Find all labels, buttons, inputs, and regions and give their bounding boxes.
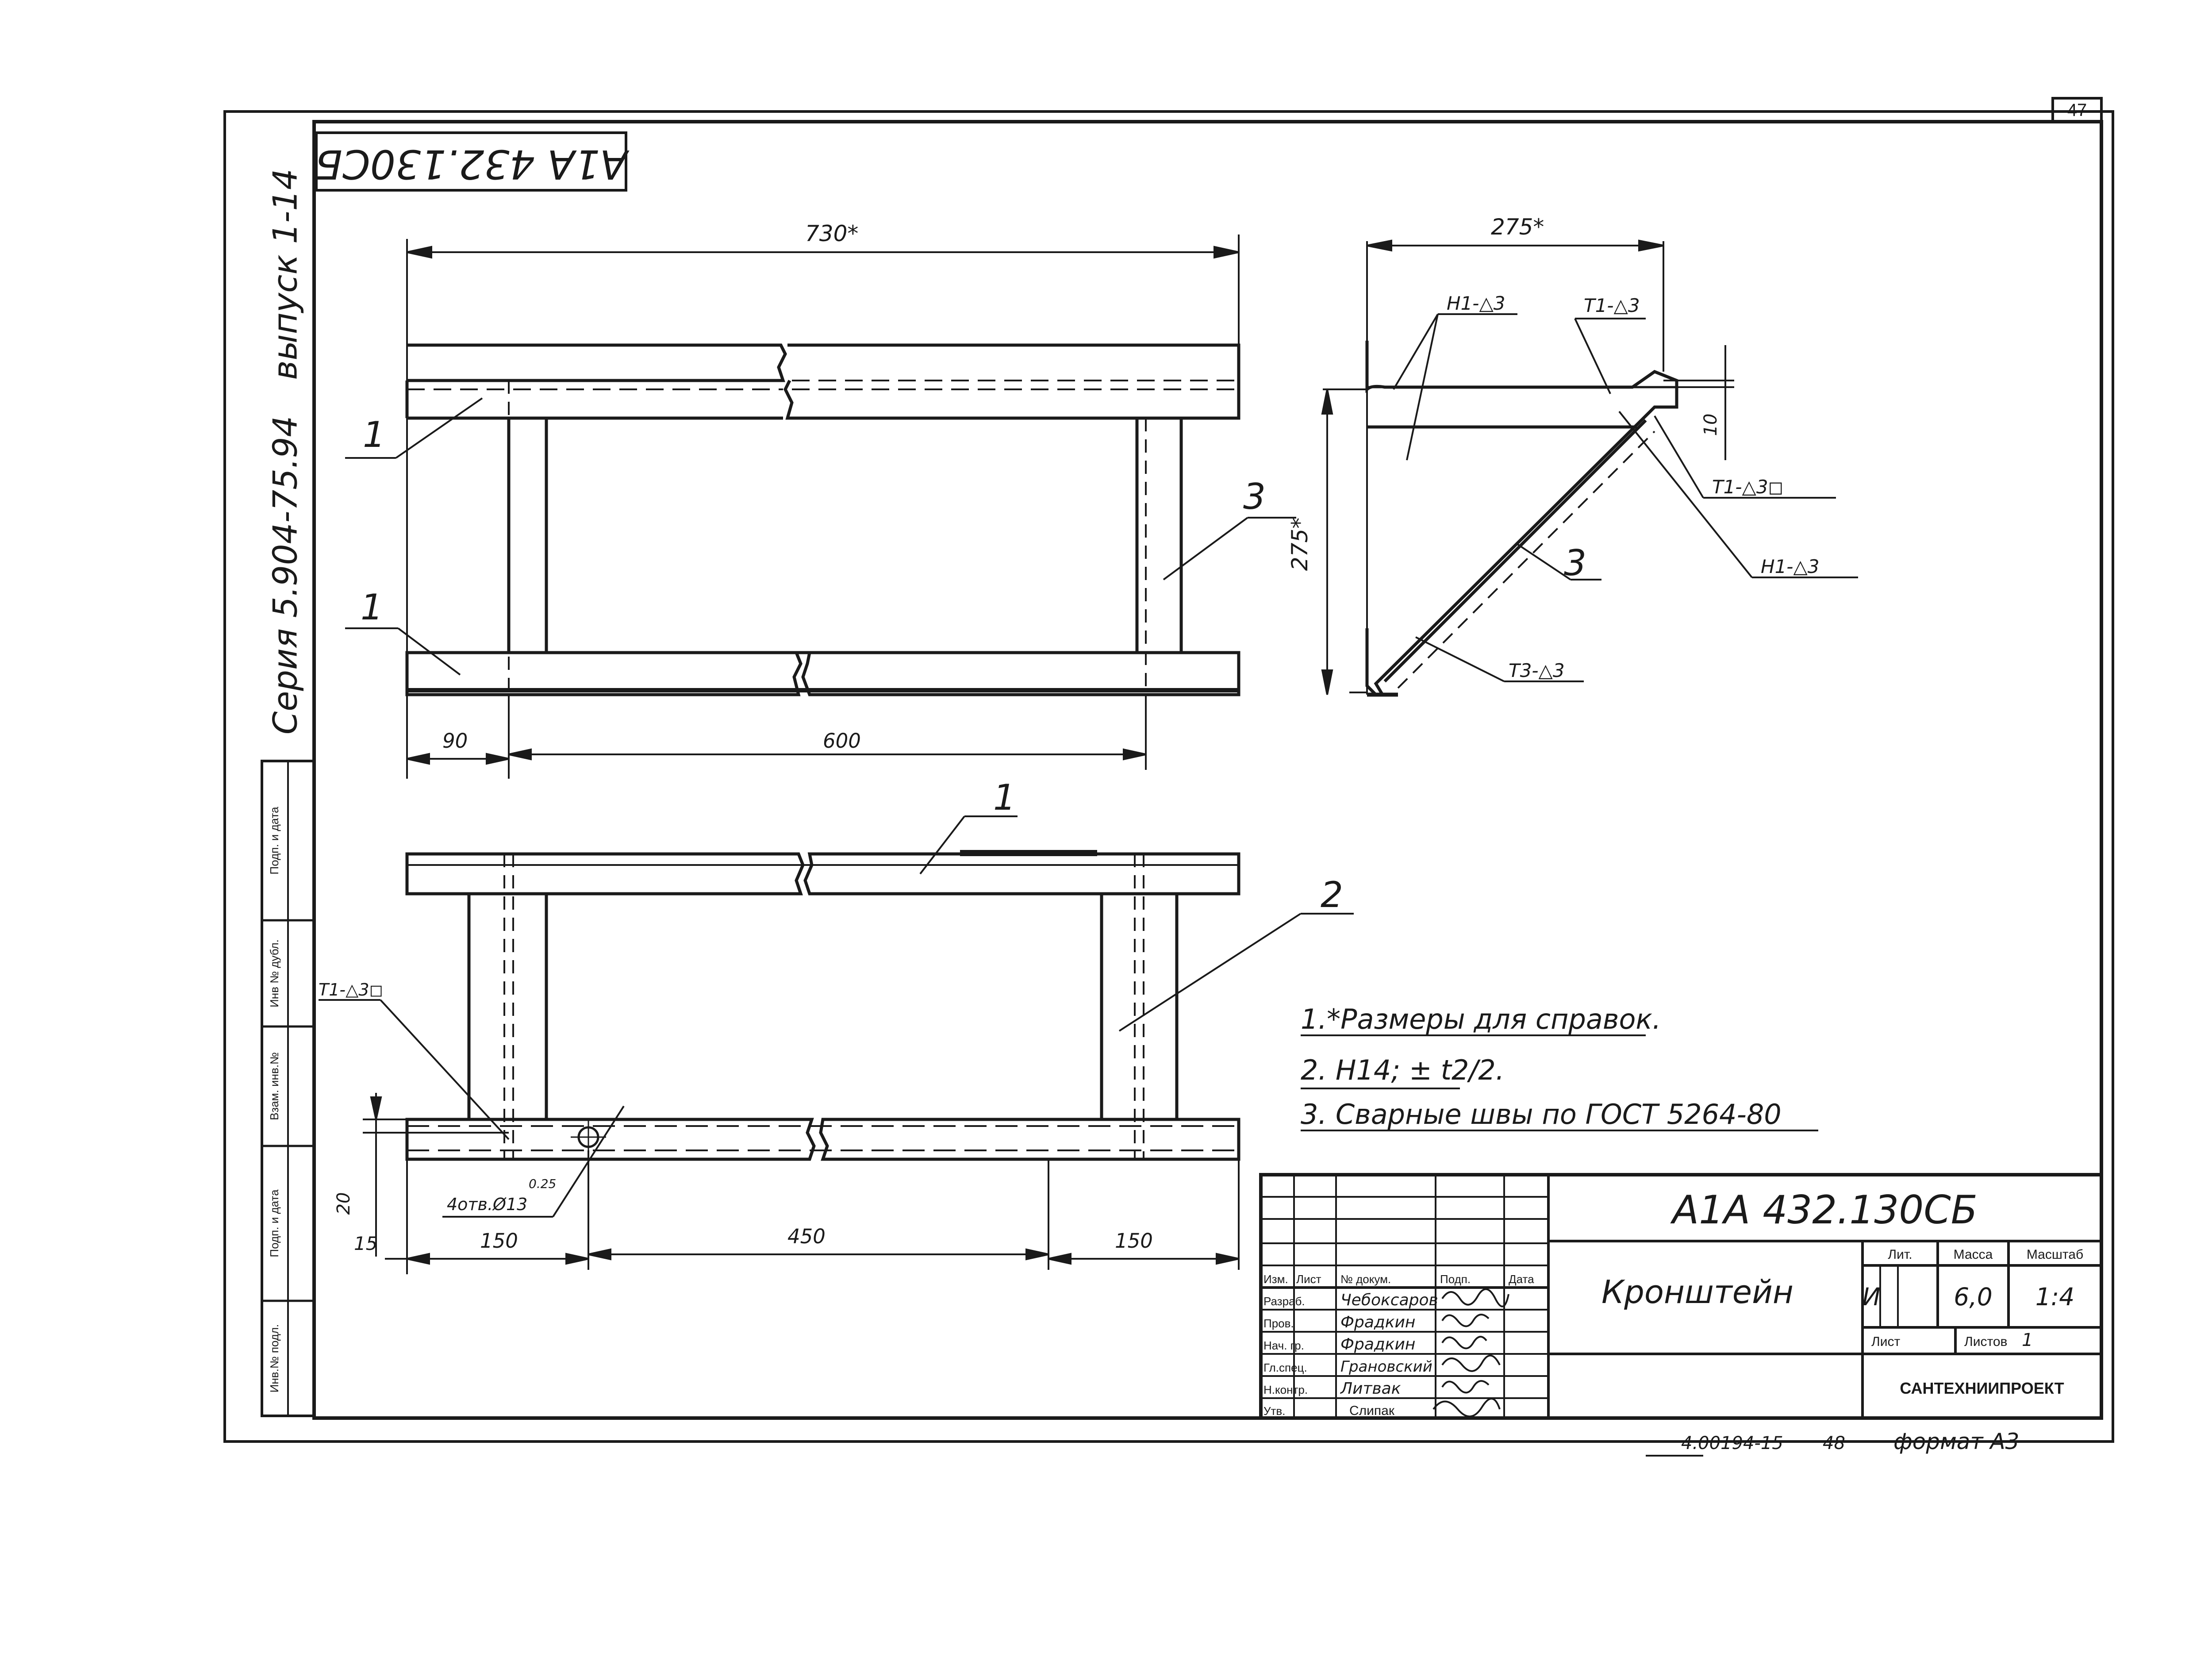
scale-header: Масштаб bbox=[2027, 1247, 2083, 1262]
tb-header-list: Лист bbox=[1296, 1272, 1321, 1286]
role-developer: Разраб. bbox=[1263, 1295, 1305, 1308]
role-group-head: Нач. гр. bbox=[1263, 1339, 1304, 1352]
mass-header: Масса bbox=[1954, 1247, 1993, 1262]
role-norm-control: Н.контр. bbox=[1263, 1383, 1308, 1396]
format-label: формат А3 bbox=[1893, 1429, 2019, 1454]
margin-label-sign-date-2: Подп. и дата bbox=[268, 1189, 281, 1257]
role-checker: Пров. bbox=[1263, 1317, 1294, 1330]
weld-n1-right: Н1-△3 bbox=[1761, 556, 1819, 577]
sheet-label: Лист bbox=[1871, 1334, 1900, 1349]
dim-10: 10 bbox=[1701, 414, 1721, 436]
callout-1-top: 1 bbox=[363, 414, 385, 455]
page-number-box bbox=[2051, 97, 2103, 123]
role-approver: Утв. bbox=[1263, 1404, 1285, 1418]
bottom-code-2: 48 bbox=[1823, 1433, 1845, 1453]
margin-label-sign-date-1: Подп. и дата bbox=[268, 807, 281, 875]
holes-label: 4отв.Ø13 bbox=[447, 1195, 527, 1214]
dim-275-side: 275* bbox=[1287, 518, 1313, 571]
tb-header-date: Дата bbox=[1509, 1272, 1534, 1286]
callout-2-bottom: 2 bbox=[1321, 874, 1343, 915]
dim-150a: 150 bbox=[480, 1229, 518, 1253]
weld-t1-top: Т1-△3 bbox=[1584, 295, 1640, 316]
margin-label-orig-inv: Инв.№ подл. bbox=[268, 1324, 281, 1393]
name-chief-spec: Грановский bbox=[1340, 1358, 1432, 1376]
lit-header: Лит. bbox=[1888, 1247, 1912, 1262]
dim-20: 20 bbox=[334, 1192, 354, 1215]
callout-3-side: 3 bbox=[1564, 542, 1586, 584]
callout-3-top: 3 bbox=[1243, 476, 1266, 517]
name-norm-control: Литвак bbox=[1340, 1380, 1401, 1398]
tb-header-sign: Подп. bbox=[1440, 1272, 1471, 1286]
weld-t1-right: Т1-△3◻ bbox=[1712, 476, 1783, 498]
margin-label-dup-inv: Инв № дубл. bbox=[268, 939, 281, 1007]
hole-offset: 0.25 bbox=[529, 1176, 556, 1191]
title-designation: А1А 432.130СБ bbox=[1670, 1187, 1978, 1233]
sheets-value: 1 bbox=[2022, 1330, 2033, 1350]
dim-150b: 150 bbox=[1115, 1229, 1153, 1253]
callout-1-bottom: 1 bbox=[993, 777, 1016, 818]
dim-600: 600 bbox=[823, 729, 861, 753]
stamp-box bbox=[315, 131, 627, 192]
weld-t3: Т3-△3 bbox=[1509, 660, 1565, 681]
dim-275-top: 275* bbox=[1491, 214, 1544, 240]
name-checker: Фрадкин bbox=[1340, 1313, 1415, 1331]
role-chief-spec: Гл.спец. bbox=[1263, 1361, 1307, 1374]
mass-value: 6,0 bbox=[1954, 1283, 1992, 1311]
bottom-code: 4.00194-15 bbox=[1681, 1433, 1783, 1453]
scale-value: 1:4 bbox=[2035, 1283, 2075, 1311]
dim-730: 730* bbox=[805, 221, 858, 246]
callout-1-middle: 1 bbox=[361, 587, 383, 628]
tb-header-izm: Изм. bbox=[1263, 1272, 1288, 1286]
note-2: 2. H14; ± t2/2. bbox=[1301, 1054, 1504, 1086]
lit-value: И bbox=[1862, 1283, 1880, 1311]
tb-header-doc: № докум. bbox=[1340, 1272, 1391, 1286]
weld-t1-bottom: Т1-△3◻ bbox=[319, 980, 383, 999]
dim-15: 15 bbox=[354, 1233, 377, 1254]
issue-label: выпуск 1-14 bbox=[266, 169, 305, 380]
title-name: Кронштейн bbox=[1601, 1273, 1793, 1311]
name-developer: Чебоксаров bbox=[1340, 1291, 1438, 1309]
stamp-designation: А1А 432.130СБ bbox=[315, 141, 630, 187]
top-view bbox=[405, 234, 1240, 779]
series-label: Серия 5.904-75.94 bbox=[266, 416, 305, 734]
margin-label-replace-inv: Взам. инв.№ bbox=[268, 1052, 281, 1120]
title-block bbox=[1259, 1173, 2103, 1420]
side-view bbox=[1349, 241, 1678, 697]
signatures bbox=[1432, 1288, 1509, 1418]
sheets-label: Листов bbox=[1964, 1334, 2007, 1349]
weld-n1-top: Н1-△3 bbox=[1447, 292, 1505, 314]
note-1: 1.*Размеры для справок. bbox=[1301, 1003, 1661, 1035]
outer-frame bbox=[223, 110, 2114, 1443]
note-3: 3. Сварные швы по ГОСТ 5264-80 bbox=[1301, 1098, 1782, 1130]
page-number: 47 bbox=[2067, 100, 2087, 120]
dim-90: 90 bbox=[442, 729, 468, 753]
name-approver: Слипак bbox=[1349, 1403, 1395, 1418]
dim-450: 450 bbox=[787, 1225, 826, 1248]
organization: САНТЕХНИИПРОЕКТ bbox=[1900, 1379, 2064, 1397]
name-group-head: Фрадкин bbox=[1340, 1335, 1415, 1353]
